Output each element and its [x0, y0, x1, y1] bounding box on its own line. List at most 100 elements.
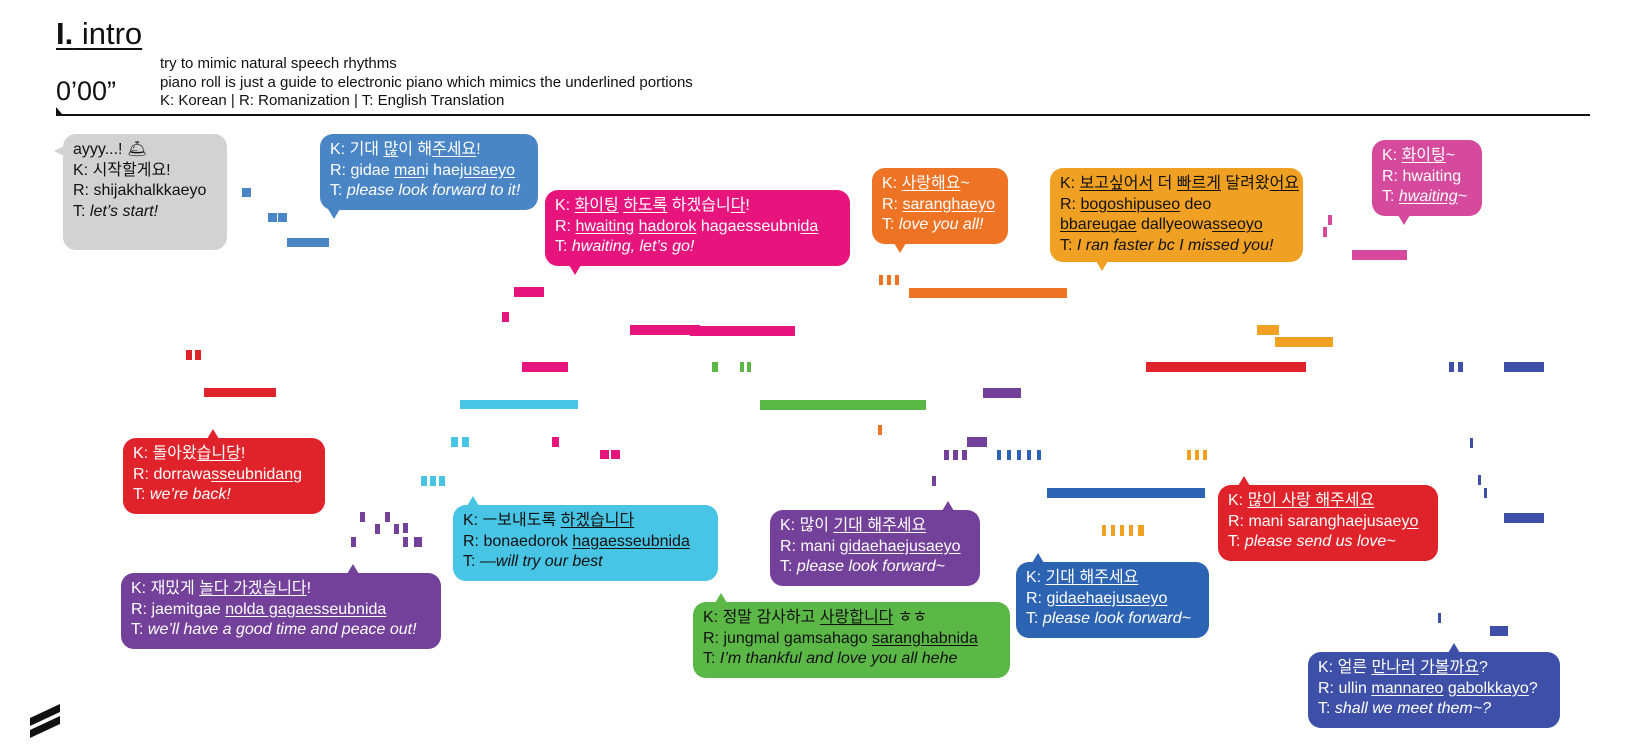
piano-roll-note — [421, 476, 427, 486]
bubble-text: please look forward~ — [1042, 610, 1191, 627]
piano-roll-note — [909, 288, 1067, 298]
bubble-line: ayyy...! 🛎 — [73, 140, 217, 161]
bubble-text: T: — [1318, 700, 1335, 717]
bubble-text: please look forward~ — [796, 558, 945, 575]
bubble-text: T: — [703, 650, 720, 667]
piano-roll-note — [760, 400, 926, 410]
bubble-text: shall we meet them~? — [1334, 700, 1491, 717]
bubble-text: T: — [882, 216, 899, 233]
bubble-tail — [1238, 476, 1250, 486]
bubble-text: mannareo — [1371, 679, 1444, 697]
bubble-text: R: — [555, 217, 576, 235]
logo-icon — [30, 704, 60, 738]
piano-roll-note — [522, 362, 568, 372]
bubble-text: ~ — [1445, 147, 1456, 164]
bubble-text: gabolkkayo — [1447, 679, 1529, 697]
piano-roll-note — [962, 450, 967, 460]
bubble-line: T: shall we meet them~? — [1318, 699, 1550, 720]
bubble-text: T: — [780, 558, 797, 575]
piano-roll-note — [690, 326, 795, 336]
bubble-tail — [569, 265, 581, 275]
bubble-line: K: 정말 감사하고 사랑합니다 ㅎㅎ — [703, 608, 1000, 629]
piano-roll-note — [195, 350, 201, 360]
bubble-text: 가볼까요 — [1420, 659, 1479, 676]
timestamp: 0’00” — [56, 76, 117, 106]
bubble-line: T: we’ll have a good time and peace out! — [131, 620, 431, 641]
piano-roll-note — [1478, 475, 1481, 485]
piano-roll-note — [932, 476, 936, 486]
piano-roll-note — [514, 287, 544, 297]
bubble-line: T: please look forward~ — [1026, 609, 1199, 630]
bubble-text: 달려왔 — [1220, 175, 1270, 192]
speech-bubble-jaemitgae: K: 재밌게 놀다 가겠습니다!R: jaemitgae nolda gagae… — [121, 564, 441, 649]
bubble-text: R: hwaiting — [1382, 167, 1462, 185]
bubble-tail — [1448, 643, 1460, 653]
section-title: I. intro — [56, 16, 143, 51]
bubble-text: T: — [1228, 533, 1245, 550]
bubble-text: 하겠습니다 — [560, 512, 635, 529]
bubble-line: T: please look forward~ — [780, 557, 970, 578]
bubble-line: R: hwaiting — [1382, 167, 1472, 188]
piano-roll-note — [1449, 362, 1454, 372]
bubble-text: 다 — [730, 197, 746, 214]
bubble-text: K: — [1026, 569, 1046, 586]
bubble-line: K: ㅡ보내도록 하겠습니다 — [463, 511, 708, 532]
bubble-text: hagaesseubni — [696, 217, 801, 235]
piano-roll-note — [1323, 227, 1327, 237]
bubble-line: T: hwaiting, let’s go! — [555, 237, 840, 258]
piano-roll-note — [502, 312, 509, 322]
bubble-text: ! — [306, 580, 312, 597]
bubble-tail — [894, 243, 906, 253]
bubble-text: gidaehaejusaeyo — [1046, 589, 1168, 607]
piano-roll-note — [439, 476, 445, 486]
bubble-text: sseoyo — [1212, 216, 1263, 233]
bubble-tail — [54, 146, 64, 156]
piano-roll-note — [268, 213, 277, 222]
piano-roll-note — [740, 362, 744, 372]
bubble-text: habnida — [920, 629, 978, 647]
bubble-text: ! — [745, 197, 750, 214]
piano-roll-note — [611, 450, 620, 459]
bubble-line: K: 기대 해주세요 — [1026, 568, 1199, 589]
instruction-line: K: Korean | R: Romanization | T: English… — [160, 92, 505, 109]
bubble-text: R: shijakhalkkaeyo — [73, 182, 207, 199]
bubble-text: T: — [330, 182, 347, 199]
timeline-start-marker — [56, 107, 62, 114]
bubble-text: K: ㅡ보내도록 — [463, 512, 561, 529]
bubble-text: T: — [463, 553, 480, 570]
piano-roll-note — [460, 400, 578, 409]
bubble-line: T: love you all! — [882, 215, 998, 236]
piano-roll-note — [878, 425, 882, 435]
bubble-line: K: 화이팅~ — [1382, 146, 1472, 167]
bubble-text: hwaiting — [575, 217, 635, 235]
piano-roll-note — [887, 275, 891, 285]
piano-roll-note — [1017, 450, 1021, 460]
piano-roll-note — [242, 188, 251, 197]
piano-roll-note — [403, 537, 408, 547]
bubble-line: R: bonaedorok hagaesseubnida — [463, 532, 708, 553]
bubble-line: R: dorrawasseubnidang — [133, 465, 315, 486]
bubble-text: 많 — [383, 141, 399, 158]
bubble-text: ! — [240, 445, 246, 462]
bubble-text: K: 재밌게 — [131, 580, 200, 597]
bubble-text: T: — [1026, 610, 1043, 627]
piano-roll-note — [1146, 362, 1306, 372]
bubble-text: 사랑합니다 — [819, 609, 894, 626]
bubble-text: nolda gagaesseubnida — [225, 600, 387, 618]
piano-roll-note — [1458, 362, 1463, 372]
bubble-line: R: gidae mani haejusaeyo — [330, 161, 528, 182]
bubble-line: R: shijakhalkkaeyo — [73, 181, 217, 202]
bubble-text: 보고싶어서 — [1079, 175, 1154, 192]
bubble-tail — [328, 209, 340, 219]
piano-roll-note — [1203, 450, 1207, 460]
bubble-tail — [347, 564, 359, 574]
bubble-line: R: gidaehaejusaeyo — [1026, 589, 1199, 610]
piano-roll-note — [394, 524, 399, 534]
bubble-text: K: 얼른 — [1318, 659, 1372, 676]
bubble-text: K: 시작할게요! — [73, 161, 171, 179]
bubble-text: K: 돌아왔 — [133, 445, 197, 462]
